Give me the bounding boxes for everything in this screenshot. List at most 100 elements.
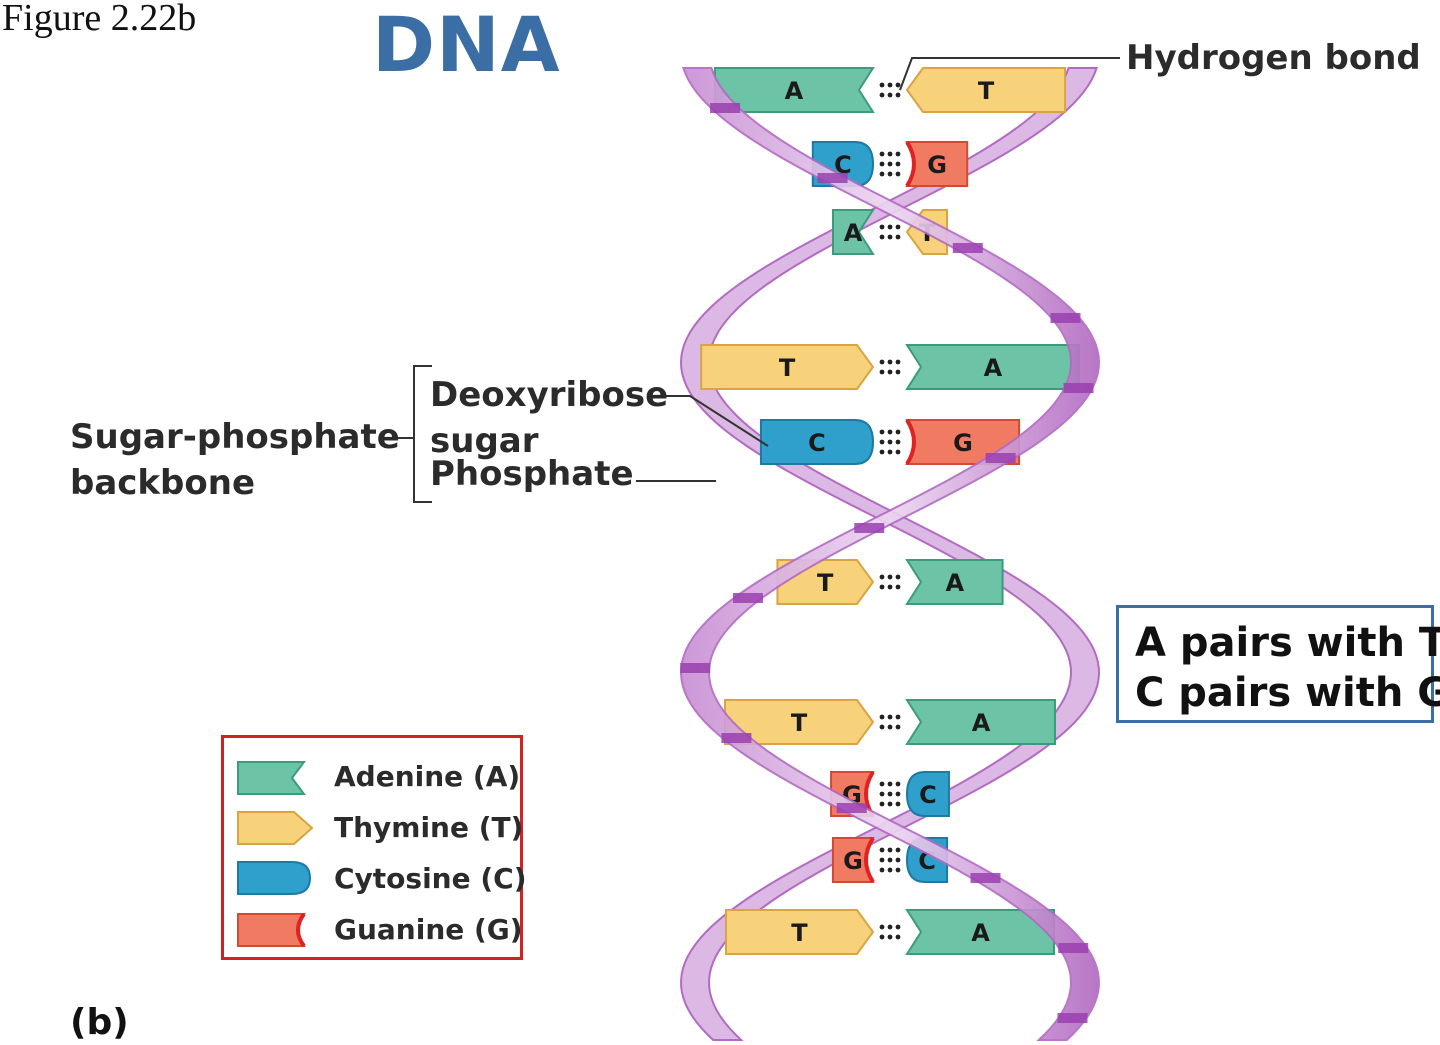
hydrogen-bond-dot xyxy=(895,369,901,375)
hydrogen-bond-dot xyxy=(895,867,901,873)
legend: Adenine (A) Thymine (T) Cytosine (C) Gua… xyxy=(221,735,527,960)
hydrogen-bond-dot xyxy=(879,574,885,580)
hydrogen-bond-dot xyxy=(895,924,901,930)
hydrogen-bond-dot xyxy=(887,791,893,797)
pairing-rules-box: A pairs with T C pairs with G xyxy=(1116,605,1440,723)
base-letter: G xyxy=(953,429,973,457)
backbone-ribbon-front xyxy=(679,67,1101,1041)
hydrogen-bond-dot xyxy=(887,234,893,240)
deoxyribose-label-line2: sugar xyxy=(430,421,539,461)
phosphate-band xyxy=(985,453,1016,463)
base-letter: A xyxy=(971,919,990,947)
hydrogen-bond-label: Hydrogen bond xyxy=(1126,38,1421,78)
hydrogen-bond-dot xyxy=(879,857,885,863)
hydrogen-bond-dot xyxy=(895,161,901,167)
base-letter: T xyxy=(978,77,995,105)
base-letter: A xyxy=(984,354,1003,382)
base-letter: A xyxy=(844,219,863,247)
phosphate-band xyxy=(680,663,711,673)
phosphate-band xyxy=(721,733,752,743)
phosphate-band xyxy=(710,103,741,113)
hydrogen-bond-dot xyxy=(895,791,901,797)
hydrogen-bond-dot xyxy=(887,449,893,455)
hydrogen-bond-dot xyxy=(887,82,893,88)
backbone-bracket xyxy=(394,365,432,503)
hydrogen-bond-dot xyxy=(895,92,901,98)
base-letter: C xyxy=(834,151,852,179)
hydrogen-bond-dot xyxy=(895,724,901,730)
base-G: G xyxy=(831,836,875,884)
pairing-rule-cg: C pairs with G xyxy=(1135,670,1440,716)
legend-swatches xyxy=(237,761,314,948)
deoxyribose-leader xyxy=(660,395,769,447)
phosphate-band xyxy=(817,173,848,183)
hydrogen-bond-dot xyxy=(895,234,901,240)
legend-swatch-cytosine xyxy=(237,861,312,895)
hydrogen-bond-dot xyxy=(879,934,885,940)
legend-swatch-guanine xyxy=(237,912,306,948)
base-letter: T xyxy=(791,709,808,737)
hydrogen-bond-dot xyxy=(895,151,901,157)
base-letter: C xyxy=(808,429,826,457)
base-A: A xyxy=(832,209,875,255)
hydrogen-bond-dot xyxy=(887,92,893,98)
hydrogen-bond-leader xyxy=(899,57,1120,91)
hydrogen-bond-dot xyxy=(879,781,885,787)
hydrogen-bond-dot xyxy=(879,847,885,853)
hydrogen-bond-dot xyxy=(887,359,893,365)
phosphate-band xyxy=(1050,313,1081,323)
hydrogen-bond-dot xyxy=(879,92,885,98)
phosphate-band xyxy=(1063,383,1094,393)
legend-adenine: Adenine (A) xyxy=(334,760,521,793)
hydrogen-bond-dot xyxy=(895,574,901,580)
hydrogen-bond-dot xyxy=(879,791,885,797)
hydrogen-bond-dot xyxy=(879,449,885,455)
hydrogen-bond-dot xyxy=(879,359,885,365)
base-letter: G xyxy=(927,151,947,179)
hydrogen-bond-dot xyxy=(887,801,893,807)
base-letter: A xyxy=(945,569,964,597)
deoxyribose-label: Deoxyribose sugar xyxy=(430,372,668,464)
legend-swatch-adenine xyxy=(237,761,306,795)
hydrogen-bond-dot xyxy=(887,781,893,787)
base-T: T xyxy=(905,67,1067,113)
hydrogen-bond-dot xyxy=(895,449,901,455)
hydrogen-bond-dot xyxy=(887,161,893,167)
hydrogen-bond-dot xyxy=(879,161,885,167)
hydrogen-bond-dot xyxy=(895,857,901,863)
backbone-strand-front xyxy=(679,67,1101,1041)
hydrogen-bond-dot xyxy=(887,369,893,375)
hydrogen-bond-dot xyxy=(895,171,901,177)
hydrogen-bond-dot xyxy=(879,439,885,445)
base-T: T xyxy=(700,344,875,390)
pairing-rule-at: A pairs with T xyxy=(1135,620,1440,666)
hydrogen-bond-dot xyxy=(887,857,893,863)
hydrogen-bond-dot xyxy=(895,801,901,807)
phosphate-band xyxy=(970,873,1001,883)
hydrogen-bond-dot xyxy=(879,801,885,807)
hydrogen-bond-dot xyxy=(887,924,893,930)
base-letter: G xyxy=(843,847,863,875)
base-letter: A xyxy=(972,709,991,737)
hydrogen-bond-dot xyxy=(879,724,885,730)
hydrogen-bond-dot xyxy=(879,714,885,720)
backbone-label-line1: Sugar-phosphate xyxy=(70,417,400,457)
hydrogen-bond-dot xyxy=(895,82,901,88)
backbone-label: Sugar-phosphate backbone xyxy=(70,414,400,506)
hydrogen-bond-dot xyxy=(879,369,885,375)
legend-cytosine: Cytosine (C) xyxy=(334,862,527,895)
phosphate-band xyxy=(854,523,885,533)
hydrogen-bond-dot xyxy=(887,714,893,720)
hydrogen-bond-dot xyxy=(895,584,901,590)
base-letter: T xyxy=(817,569,834,597)
base-A: A xyxy=(905,699,1056,745)
base-letter: C xyxy=(919,781,937,809)
hydrogen-bond-dot xyxy=(895,781,901,787)
base-A: A xyxy=(905,559,1004,605)
hydrogen-bond-dot xyxy=(879,924,885,930)
hydrogen-bond-dot xyxy=(879,234,885,240)
hydrogen-bond-dot xyxy=(879,867,885,873)
hydrogen-bond-dot xyxy=(879,171,885,177)
legend-swatch-thymine xyxy=(237,811,314,845)
